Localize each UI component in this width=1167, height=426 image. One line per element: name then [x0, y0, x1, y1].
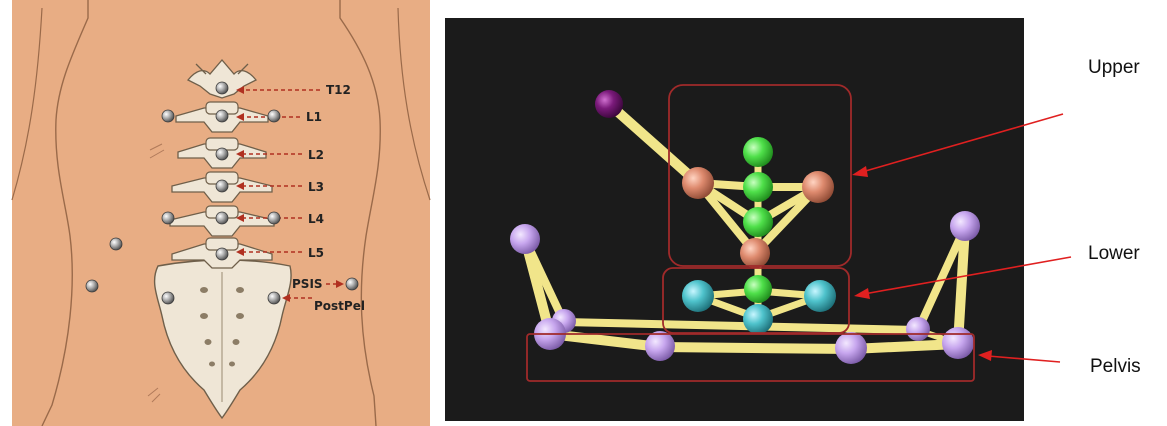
joint-lav-back-right-icon	[906, 317, 930, 341]
marker-l3-icon	[216, 180, 228, 192]
label-l2: L2	[308, 148, 324, 162]
joint-salmon-left-icon	[682, 167, 714, 199]
label-lower: Lower	[1088, 243, 1140, 264]
marker-side-upper-icon	[110, 238, 122, 250]
marker-t12-icon	[216, 82, 228, 94]
joint-green-top-icon	[743, 137, 773, 167]
label-upper: Upper	[1088, 57, 1140, 78]
model-viewport	[445, 18, 1024, 421]
label-psis: PSIS	[292, 277, 323, 291]
label-postpel: PostPel	[314, 299, 365, 313]
joint-green-mid-icon	[743, 172, 773, 202]
joint-green-lower-icon	[744, 275, 772, 303]
marker-l2-icon	[216, 148, 228, 160]
marker-l4-icon	[216, 212, 228, 224]
joint-lav-upper-right-icon	[950, 211, 980, 241]
marker-side-lower-icon	[86, 280, 98, 292]
label-l4: L4	[308, 212, 324, 226]
marker-l1-right-icon	[268, 110, 280, 122]
label-l5: L5	[308, 246, 324, 260]
joint-salmon-right-icon	[802, 171, 834, 203]
joint-purple-icon	[595, 90, 623, 118]
model-panel	[445, 18, 1071, 421]
marker-psis-right-icon	[268, 292, 280, 304]
marker-postpel-icon	[346, 278, 358, 290]
marker-l4-left-icon	[162, 212, 174, 224]
label-l3: L3	[308, 180, 324, 194]
anatomy-panel: T12 L1 L2 L3 L4 L5 PSIS PostPel	[12, 0, 430, 426]
joint-cyan-right-icon	[804, 280, 836, 312]
joint-cyan-bottom-icon	[743, 304, 773, 334]
joint-lav-front-midright-icon	[835, 332, 867, 364]
joint-green-low-icon	[743, 207, 773, 237]
joint-lav-front-midleft-icon	[645, 331, 675, 361]
marker-l4-right-icon	[268, 212, 280, 224]
marker-psis-left-icon	[162, 292, 174, 304]
label-l1: L1	[306, 110, 322, 124]
joint-lav-front-right-icon	[942, 327, 974, 359]
joint-lav-upper-left-icon	[510, 224, 540, 254]
joint-cyan-left-icon	[682, 280, 714, 312]
label-pelvis: Pelvis	[1090, 356, 1141, 377]
segment-labels: Upper Lower Pelvis	[1088, 57, 1141, 377]
marker-l1-left-icon	[162, 110, 174, 122]
joint-salmon-bottom-icon	[740, 238, 770, 268]
marker-l1-icon	[216, 110, 228, 122]
marker-l5-icon	[216, 248, 228, 260]
label-t12: T12	[326, 83, 351, 97]
